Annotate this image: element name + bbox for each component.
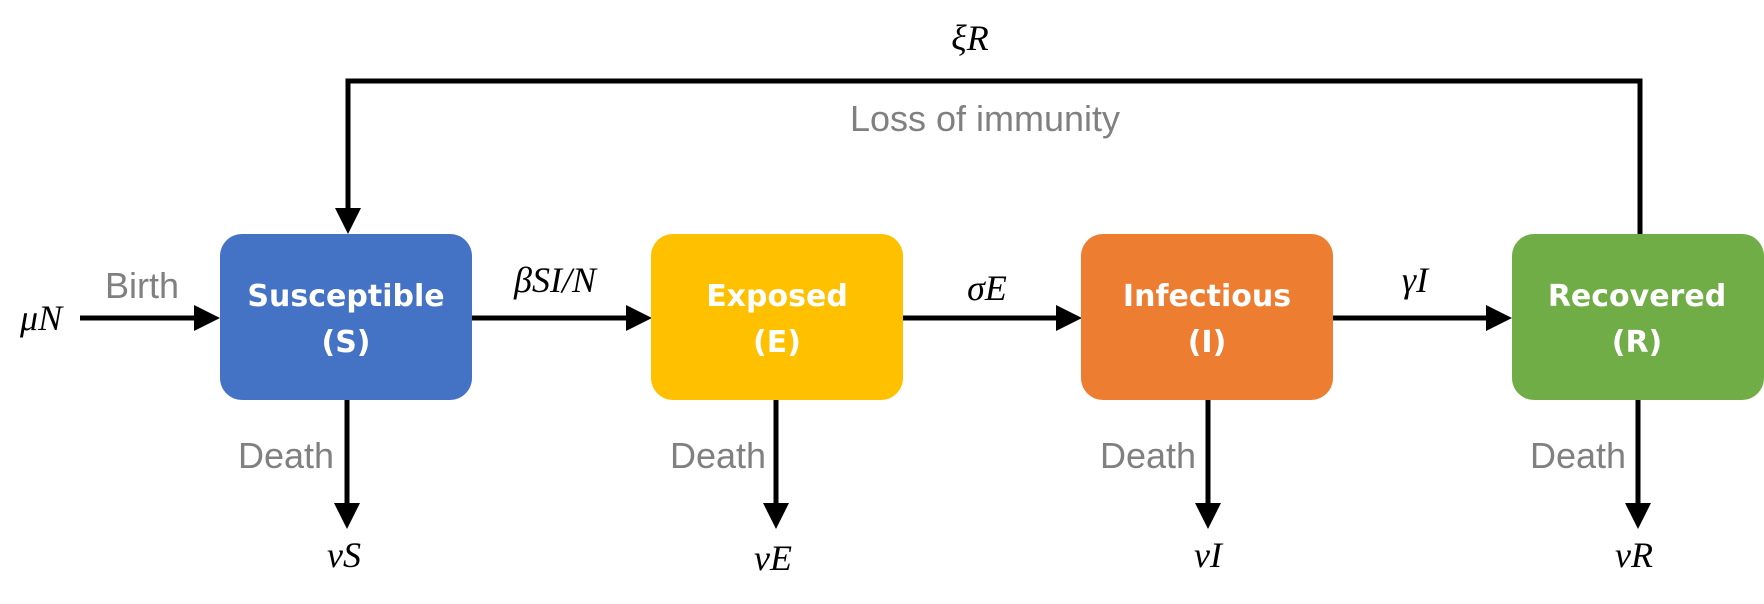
death-label: Death [1530,435,1626,476]
e-to-i-rate: σE [967,268,1007,308]
birth-rate: μN [19,298,64,338]
death-arrowhead [763,503,789,529]
compartment-infectious: Infectious (I) [1081,234,1333,400]
loss-of-immunity-arrowhead [335,208,361,234]
death-arrowhead [1195,503,1221,529]
death-arrowhead [1625,503,1651,529]
compartment-exposed: Exposed (E) [651,234,903,400]
i-to-r-arrowhead [1486,305,1512,331]
compartment-box [1512,234,1764,400]
compartment-symbol: (E) [753,325,801,360]
compartment-symbol: (R) [1612,325,1663,360]
compartment-box [1081,234,1333,400]
compartment-recovered: Recovered (R) [1512,234,1764,400]
e-to-i-arrowhead [1056,305,1082,331]
compartment-name: Susceptible [247,279,444,314]
s-to-e-arrowhead [626,305,652,331]
compartment-name: Recovered [1548,279,1726,314]
death-flow-s: Death νS [238,400,361,575]
i-to-r-rate: γI [1402,260,1430,300]
compartment-box [220,234,472,400]
death-rate: νI [1194,535,1224,575]
death-rate: νR [1615,535,1653,575]
compartment-name: Infectious [1123,279,1291,314]
death-label: Death [670,435,766,476]
compartment-name: Exposed [706,279,848,314]
death-arrowhead [334,503,360,529]
compartment-symbol: (S) [321,325,370,360]
birth-arrowhead [194,305,220,331]
s-to-e-rate: βSI/N [513,260,598,300]
death-label: Death [1100,435,1196,476]
loss-of-immunity-edge [345,78,1643,235]
loss-of-immunity-label: Loss of immunity [850,98,1120,139]
death-rate: νS [327,535,361,575]
death-flow-e: Death νE [670,400,792,578]
compartment-susceptible: Susceptible (S) [220,234,472,400]
death-rate: νE [754,538,792,578]
death-flow-i: Death νI [1100,400,1224,575]
birth-label: Birth [105,265,179,306]
loss-of-immunity-rate: ξR [951,18,988,58]
death-label: Death [238,435,334,476]
compartment-symbol: (I) [1188,325,1227,360]
death-flow-r: Death νR [1530,400,1653,575]
compartment-box [651,234,903,400]
